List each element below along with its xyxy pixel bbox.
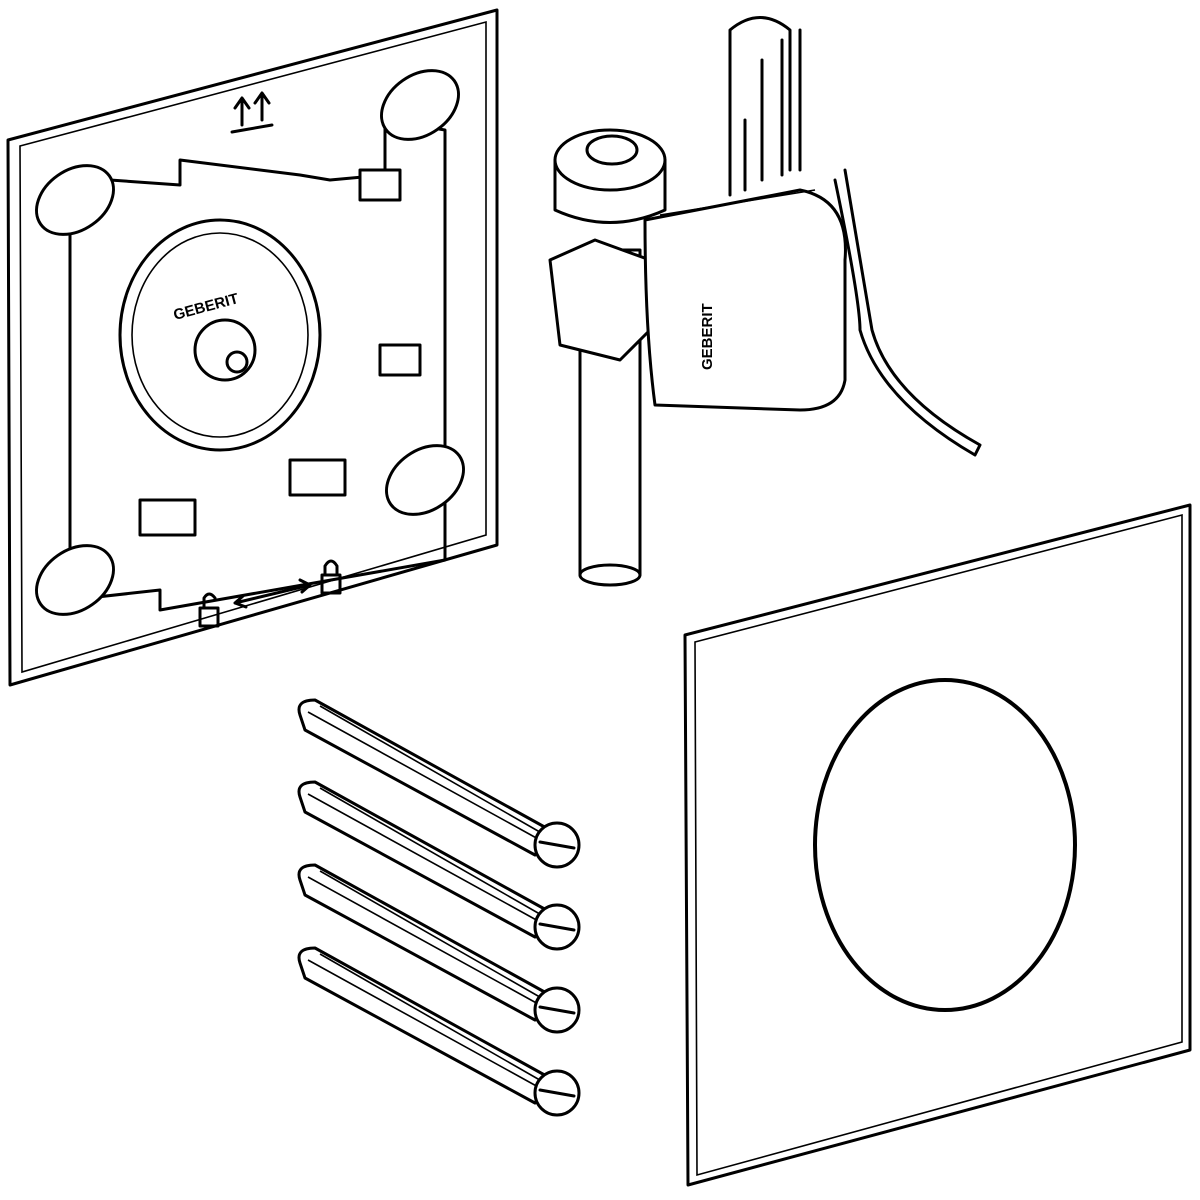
clip xyxy=(358,168,402,202)
screw xyxy=(297,946,581,1117)
sensor-window xyxy=(813,678,1077,1012)
unlock-icon xyxy=(198,592,220,628)
screw xyxy=(297,863,581,1034)
corner-hole xyxy=(35,544,115,616)
corner-hole xyxy=(35,164,115,236)
arrows-up-icon xyxy=(230,91,274,134)
valve-logo: GEBERIT xyxy=(699,303,716,370)
screw xyxy=(297,698,581,869)
screw xyxy=(297,780,581,951)
clip xyxy=(378,343,422,377)
lock-icon xyxy=(320,559,342,595)
valve-unit: GEBERIT xyxy=(548,16,982,587)
clip xyxy=(288,458,347,497)
mounting-frame: GEBERIT xyxy=(6,8,499,687)
clip xyxy=(138,498,197,537)
sensor-cable xyxy=(833,168,982,457)
corner-hole xyxy=(380,69,460,141)
double-arrow-icon xyxy=(233,578,312,609)
corner-hole xyxy=(385,444,465,516)
screws xyxy=(297,698,581,1117)
cover-plate xyxy=(683,503,1192,1187)
